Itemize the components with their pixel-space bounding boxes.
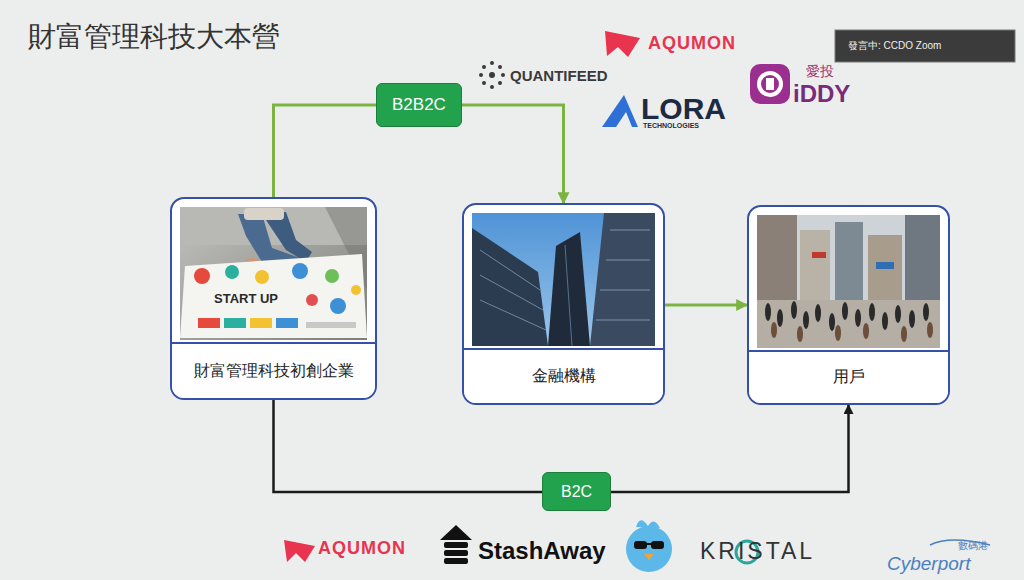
company-logo: LORA (641, 92, 726, 127)
iddy-icon (750, 64, 790, 104)
company-logo: Cyberport (887, 553, 970, 575)
node-label: 用戶 (833, 367, 865, 388)
process-box: 金融機構 (462, 203, 665, 405)
picture-space (749, 207, 948, 350)
quantifeed-icon (479, 61, 505, 89)
company-logo: StashAway (478, 537, 606, 565)
aqumon-icon (605, 31, 640, 57)
company-logo: iDDY (793, 80, 850, 108)
picture-space (172, 199, 375, 342)
node-label: 金融機構 (532, 366, 596, 387)
company-logo: KRISTAL (700, 538, 815, 564)
node-label: 財富管理科技初創企業 (194, 361, 354, 382)
box-ground (749, 207, 948, 403)
box-ground (464, 205, 663, 403)
label-band: 用戶 (749, 350, 948, 403)
photo-text: START UP (214, 292, 278, 307)
company-logo-subtitle: TECHNOLOGIES (643, 122, 699, 130)
process-box: 用戶 (747, 205, 950, 405)
edge-label: B2B2C (376, 83, 462, 127)
box-ground (172, 199, 375, 398)
street-photo (757, 215, 940, 348)
skyscraper-photo (472, 213, 655, 346)
company-logo: QUANTIFEED (510, 67, 608, 84)
edge-label: B2C (542, 472, 611, 511)
aqumon-icon (284, 540, 315, 562)
company-logo: AQUMON (318, 538, 406, 559)
company-logo: AQUMON (648, 33, 736, 54)
stashaway-icon (440, 525, 472, 564)
company-logo-subtitle: 數碼港 (958, 540, 988, 552)
picture-space (464, 205, 663, 348)
startup-photo (180, 207, 367, 340)
speaker-status: 發言中: CCDO Zoom (848, 40, 941, 52)
company-logo: 愛投 (806, 63, 834, 79)
page-title: 財富管理科技大本營 (28, 20, 280, 54)
speaker-bar (835, 30, 1015, 62)
label-band: 金融機構 (464, 348, 663, 403)
label-band: 財富管理科技初創企業 (172, 342, 375, 398)
bird-mascot-icon (626, 520, 672, 572)
lora-icon (602, 95, 638, 127)
flow-connector (665, 304, 747, 307)
